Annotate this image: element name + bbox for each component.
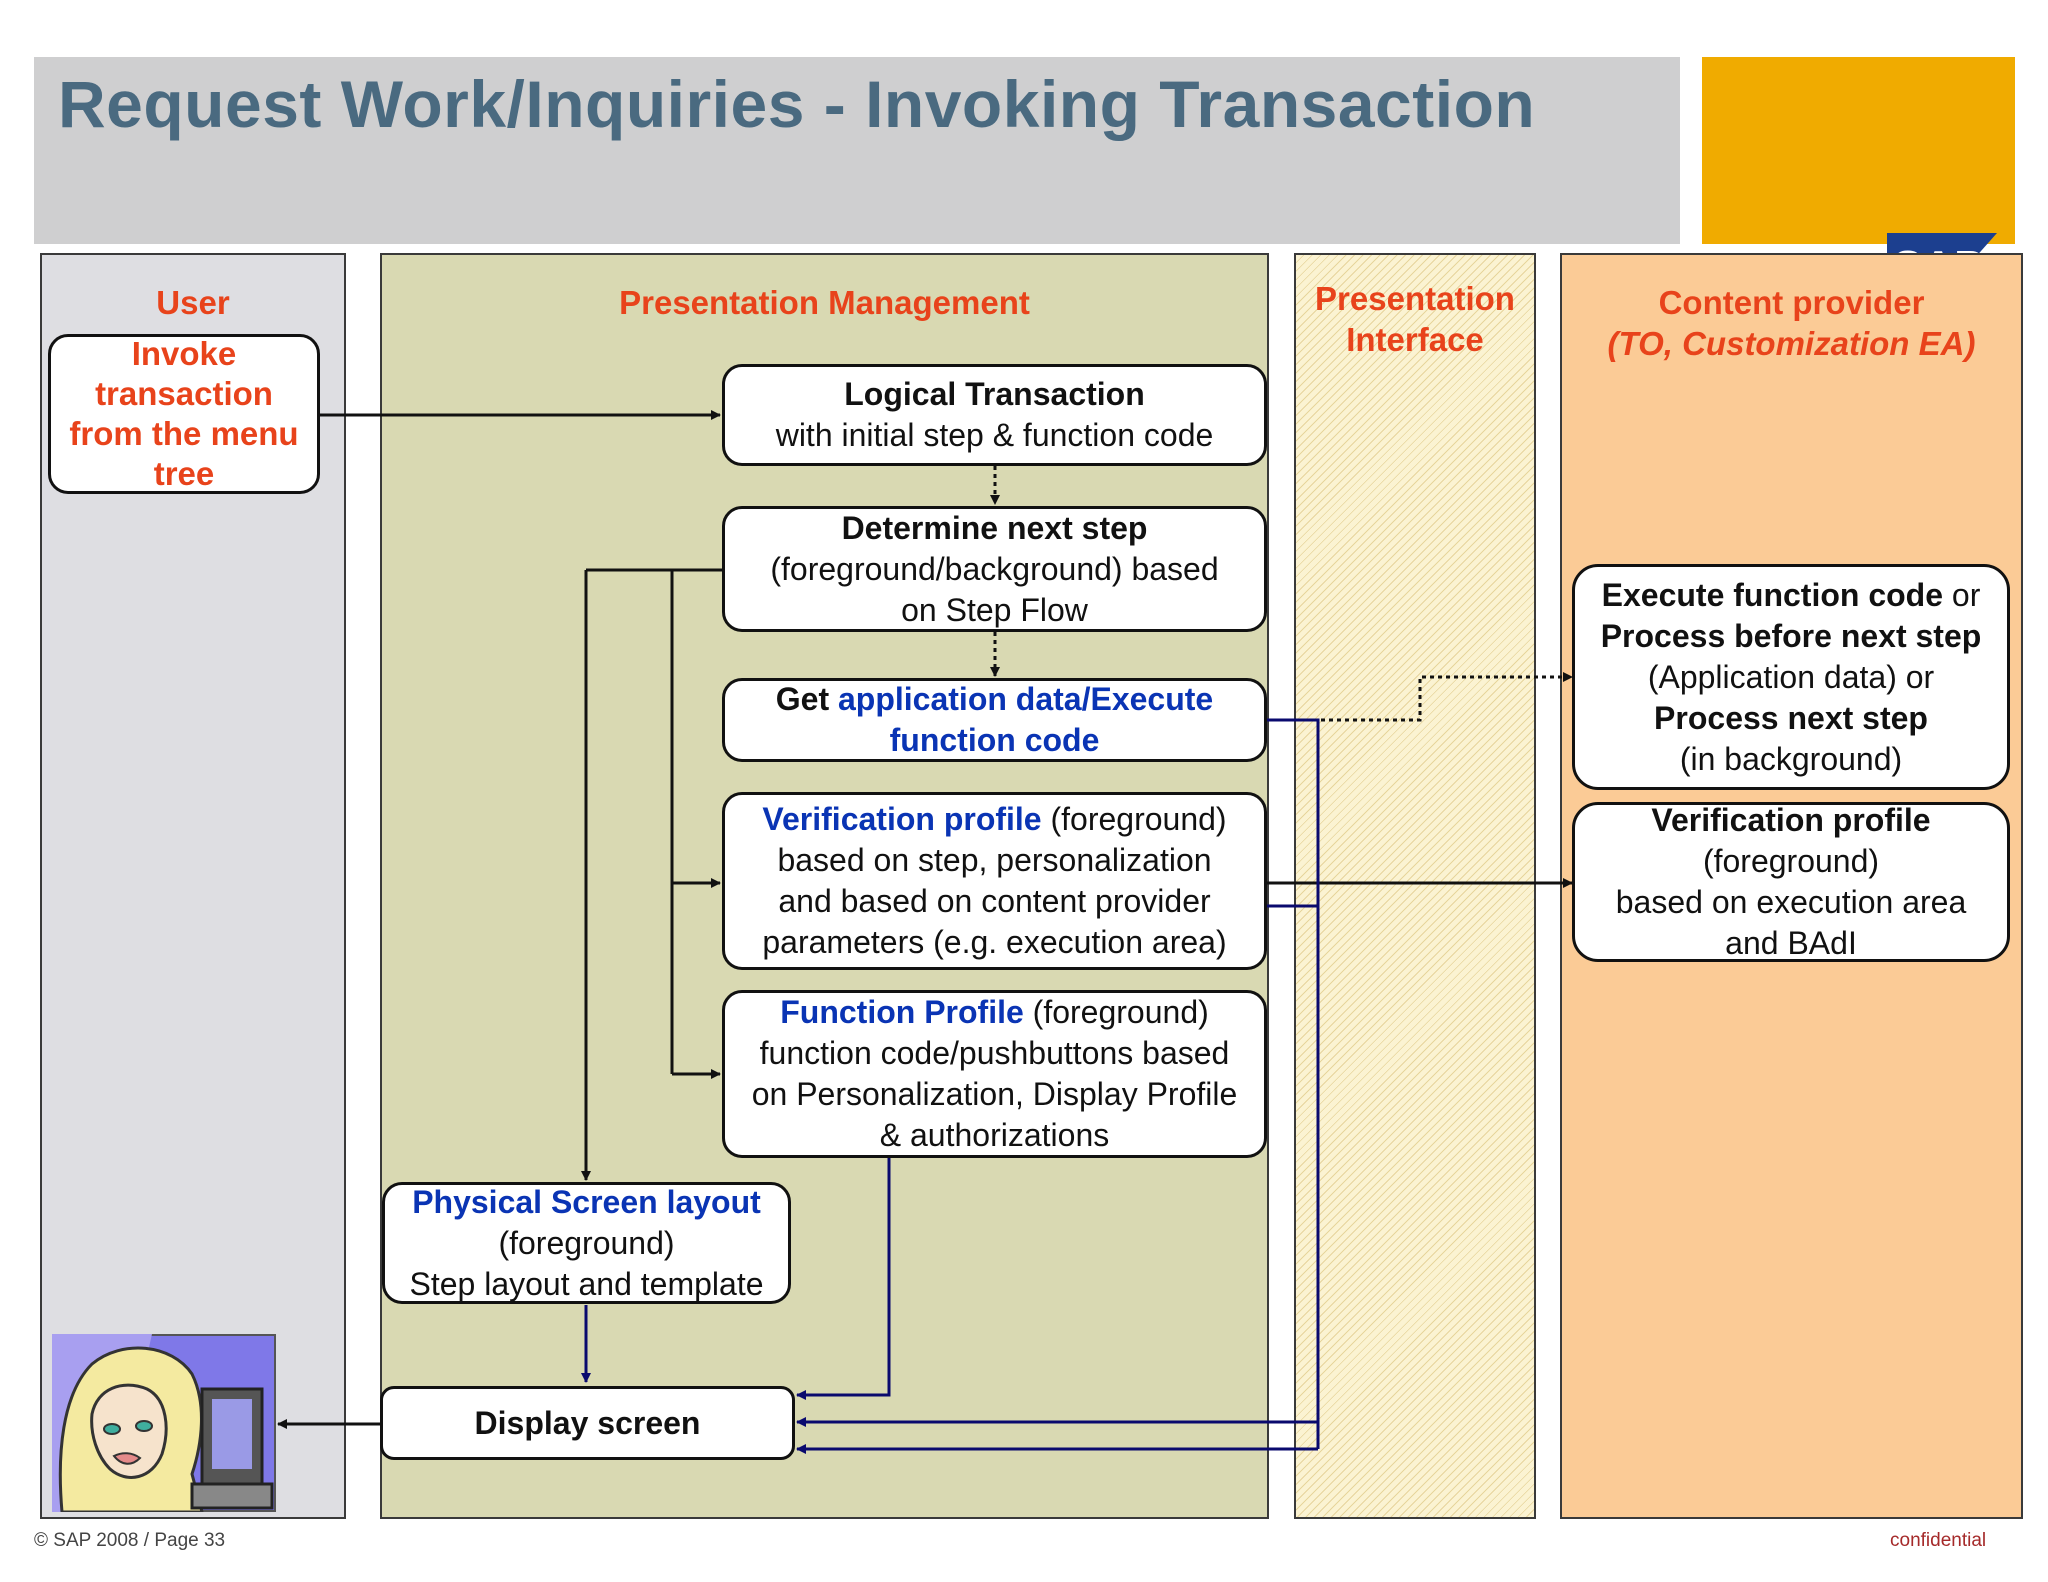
box-line: (in background)	[1679, 740, 1903, 777]
get-application-data-box: Get application data/Execute function co…	[722, 678, 1267, 762]
box-line: based on execution area	[1615, 884, 1967, 920]
invoke-transaction-box: Invoke transaction from the menu tree	[48, 334, 320, 494]
box-line: Invoke	[131, 335, 237, 372]
logical-transaction-box: Logical Transaction with initial step & …	[722, 364, 1267, 466]
box-bold-text: Process before next step	[1600, 617, 1982, 654]
box-line: (Application data) or	[1647, 658, 1935, 695]
box-bold-text: Verification profile	[1651, 802, 1931, 838]
footer-copyright: © SAP 2008 / Page 33	[34, 1530, 226, 1551]
box-line: with initial step & function code	[775, 417, 1214, 453]
determine-next-step-box: Determine next step (foreground/backgrou…	[722, 506, 1267, 632]
box-line: and based on content provider	[778, 883, 1211, 919]
box-line: and BAdI	[1725, 925, 1857, 961]
arrow-verification-to-display	[797, 904, 1318, 1449]
physical-screen-layout-box: Physical Screen layout (foreground) Step…	[382, 1182, 791, 1304]
footer-confidential: confidential	[1890, 1530, 1987, 1551]
lane-heading-presentation-interface: Presentation Interface	[1294, 278, 1536, 360]
lane-heading-line: Interface	[1346, 321, 1484, 358]
lane-heading-line: Presentation	[1315, 280, 1515, 317]
box-bold-text: Determine next step	[841, 509, 1148, 546]
box-line: Step layout and template	[409, 1265, 764, 1302]
box-bold-text: Execute function code	[1601, 576, 1944, 613]
box-blue-text: function code	[889, 722, 1100, 758]
lane-heading-presentation-management: Presentation Management	[619, 284, 1030, 321]
arrow-function-profile-to-display	[796, 1158, 891, 1400]
box-blue-text: application data/Execute	[838, 681, 1214, 717]
lane-presentation-interface	[1294, 253, 1536, 1519]
box-bold-text: Get	[775, 681, 838, 717]
title-band	[34, 57, 1680, 244]
lane-heading-line: (TO, Customization EA)	[1607, 325, 1976, 362]
verification-profile-box: Verification profile (foreground) based …	[722, 792, 1267, 970]
box-line: parameters (e.g. execution area)	[762, 924, 1227, 960]
box-line: transaction	[95, 375, 273, 412]
box-blue-text: Verification profile	[762, 801, 1042, 837]
page-title: Request Work/Inquiries - Invoking Transa…	[58, 67, 1536, 141]
box-line: based on step, personalization	[777, 842, 1212, 878]
box-line: (foreground)	[498, 1224, 675, 1261]
lane-heading-content-provider: Content provider (TO, Customization EA)	[1560, 282, 2023, 364]
box-blue-text: Function Profile	[780, 994, 1024, 1030]
box-text: (foreground)	[1023, 994, 1209, 1030]
box-bold-text: Process next step	[1654, 699, 1928, 736]
box-line: on Personalization, Display Profile	[751, 1076, 1238, 1112]
box-text: or	[1943, 576, 1981, 613]
lane-heading-user: User	[156, 284, 230, 321]
cp-verification-profile-box: Verification profile (foreground) based …	[1572, 802, 2010, 962]
arrow-get-data-to-execute	[1265, 672, 1573, 722]
user-at-computer-illustration	[52, 1334, 276, 1512]
box-bold-text: Display screen	[474, 1404, 701, 1441]
display-screen-box: Display screen	[380, 1386, 795, 1460]
box-line: (foreground)	[1702, 843, 1880, 879]
box-line: tree	[153, 455, 215, 492]
box-bold-text: Logical Transaction	[844, 376, 1145, 412]
box-text: (foreground)	[1041, 801, 1227, 837]
box-line: on Step Flow	[901, 591, 1088, 628]
box-line: & authorizations	[879, 1117, 1110, 1153]
box-line: function code/pushbuttons based	[759, 1035, 1230, 1071]
box-line: from the menu	[69, 415, 299, 452]
box-blue-text: Physical Screen layout	[412, 1183, 761, 1220]
function-profile-box: Function Profile (foreground) function c…	[722, 990, 1267, 1158]
execute-function-code-box: Execute function code or Process before …	[1572, 564, 2010, 790]
lane-heading-line: Content provider	[1658, 284, 1925, 321]
box-line: (foreground/background) based	[770, 550, 1219, 587]
